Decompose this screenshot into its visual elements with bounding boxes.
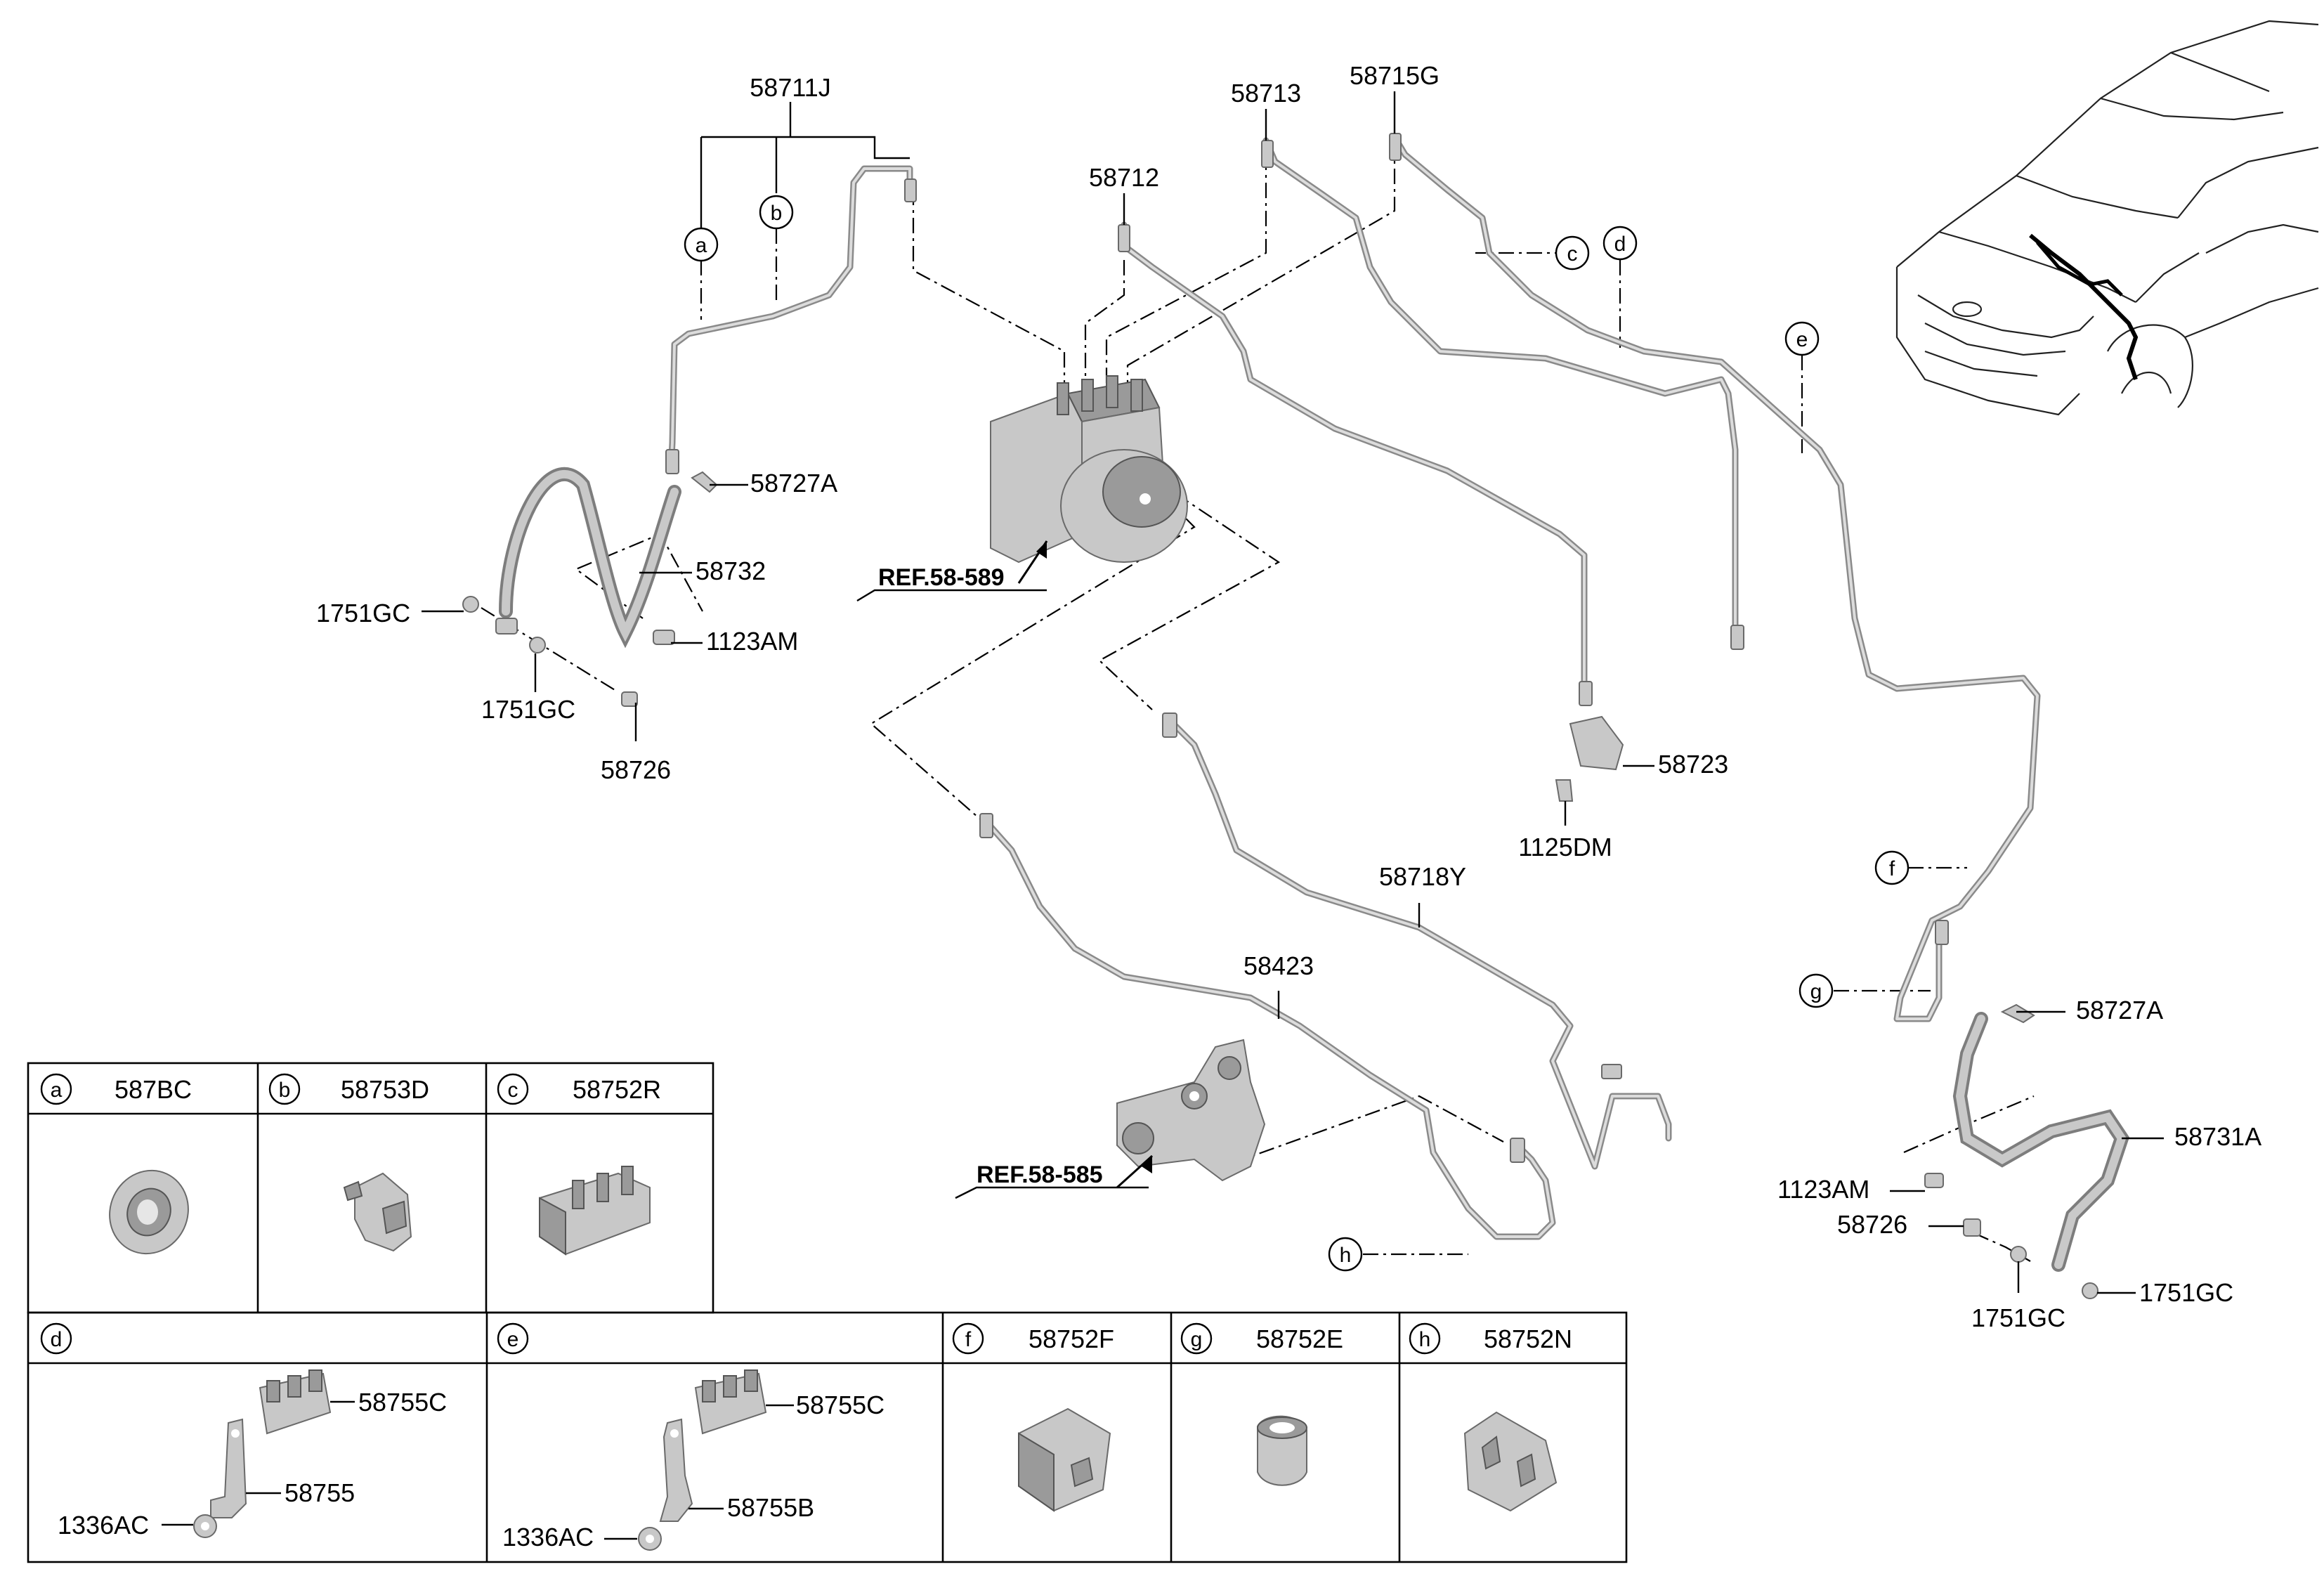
legend-cell-d-header: d: [40, 1322, 72, 1355]
label-1751GC-left-bottom: 1751GC: [481, 695, 575, 724]
svg-text:c: c: [1567, 242, 1578, 266]
legend-e-label-58755C: 58755C: [796, 1391, 884, 1419]
legend-cell-e-header: e: [497, 1322, 529, 1355]
legend-d-label-58755C: 58755C: [358, 1388, 447, 1417]
legend-part-587BC: 587BC: [115, 1075, 192, 1104]
legend-table: a 587BC b 58753D c 58752R d e f 58752F: [27, 1062, 1628, 1563]
callout-c: c: [1555, 235, 1590, 271]
legend-cell-c-header: c 58752R: [497, 1073, 661, 1105]
label-58723: 58723: [1658, 750, 1728, 779]
legend-cell-h-header: h 58752N: [1409, 1322, 1572, 1355]
svg-text:g: g: [1191, 1328, 1203, 1351]
svg-text:b: b: [771, 202, 783, 225]
svg-text:e: e: [1796, 328, 1808, 351]
legend-d-bracket-assembly: 58755C 58755 1336AC: [58, 1369, 447, 1540]
bracket-58723: [1555, 715, 1624, 802]
label-58727A-left: 58727A: [750, 469, 837, 497]
legend-part-58752N: 58752N: [1484, 1325, 1572, 1353]
legend-b-clip: [343, 1172, 412, 1252]
svg-text:d: d: [1614, 233, 1626, 256]
legend-d-label-1336AC: 1336AC: [58, 1511, 149, 1540]
legend-f-clip: [1018, 1407, 1111, 1512]
legend-cell-g-header: g 58752E: [1180, 1322, 1343, 1355]
callout-g: g: [1799, 973, 1834, 1008]
legend-part-58753D: 58753D: [341, 1075, 429, 1104]
callout-h: h: [1328, 1237, 1363, 1272]
label-1123AM-left: 1123AM: [706, 627, 798, 656]
leader-lines: [422, 91, 2164, 1294]
legend-part-58752E: 58752E: [1256, 1325, 1343, 1353]
legend-e-label-1336AC: 1336AC: [502, 1523, 594, 1551]
master-cylinder: [1116, 1039, 1266, 1182]
part-number-labels: 58711J 58712 58713 58715G 58727A 58732 1…: [316, 61, 2261, 1332]
flex-hoses: [499, 467, 2130, 1272]
svg-text:a: a: [696, 234, 707, 257]
label-58715G: 58715G: [1350, 61, 1440, 90]
callout-a: a: [684, 227, 719, 262]
svg-text:h: h: [1340, 1244, 1352, 1267]
callout-circles: a b c d e f g h: [684, 195, 1910, 1272]
reference-lines: [481, 141, 2035, 1262]
callout-f: f: [1874, 850, 1910, 885]
svg-text:a: a: [51, 1079, 63, 1102]
svg-text:f: f: [965, 1328, 972, 1351]
label-58726-left: 58726: [601, 755, 671, 784]
label-58731A: 58731A: [2174, 1122, 2261, 1151]
legend-e-bracket-assembly: 58755C 58755B 1336AC: [502, 1369, 884, 1551]
label-ref-58-589: REF.58-589: [878, 564, 1005, 591]
label-58726-right: 58726: [1837, 1210, 1907, 1239]
callout-b: b: [759, 195, 794, 230]
legend-cell-b-header: b 58753D: [268, 1073, 429, 1105]
legend-c-clip: [539, 1166, 651, 1256]
callout-d: d: [1602, 226, 1638, 261]
svg-text:g: g: [1810, 980, 1822, 1003]
label-ref-58-585: REF.58-585: [977, 1161, 1103, 1188]
legend-h-clip: [1463, 1411, 1558, 1512]
legend-e-label-58755B: 58755B: [727, 1493, 814, 1522]
tube-fittings: [665, 133, 1949, 1163]
vehicle-illustration: [1895, 20, 2319, 416]
legend-g-sleeve: [1257, 1415, 1307, 1486]
svg-text:b: b: [279, 1079, 291, 1102]
label-58712: 58712: [1089, 163, 1159, 192]
label-58718Y: 58718Y: [1379, 862, 1466, 891]
label-1751GC-right-bottom: 1751GC: [1971, 1303, 2065, 1332]
label-58423: 58423: [1243, 951, 1314, 980]
brake-tubes: [667, 134, 2041, 1240]
svg-text:f: f: [1889, 857, 1895, 880]
svg-text:h: h: [1419, 1328, 1431, 1351]
legend-d-label-58755: 58755: [285, 1478, 355, 1507]
svg-text:e: e: [507, 1328, 519, 1351]
label-58732: 58732: [696, 557, 766, 585]
svg-text:d: d: [51, 1328, 63, 1351]
hydraulic-unit: [990, 375, 1188, 564]
label-1751GC-left-top: 1751GC: [316, 599, 410, 627]
label-58713: 58713: [1231, 79, 1301, 108]
callout-e: e: [1784, 321, 1820, 356]
legend-cell-f-header: f 58752F: [952, 1322, 1114, 1355]
legend-a-grommet: [109, 1169, 189, 1255]
label-58711J: 58711J: [750, 73, 830, 102]
label-58727A-right: 58727A: [2076, 996, 2163, 1024]
label-1123AM-right: 1123AM: [1777, 1175, 1869, 1204]
svg-text:c: c: [508, 1079, 518, 1102]
legend-cell-a-header: a 587BC: [40, 1073, 192, 1105]
label-1125DM: 1125DM: [1518, 833, 1612, 861]
legend-part-58752F: 58752F: [1029, 1325, 1114, 1353]
left-hose-small-parts: [462, 471, 718, 707]
legend-part-58752R: 58752R: [573, 1075, 661, 1104]
label-1751GC-right: 1751GC: [2139, 1278, 2233, 1307]
